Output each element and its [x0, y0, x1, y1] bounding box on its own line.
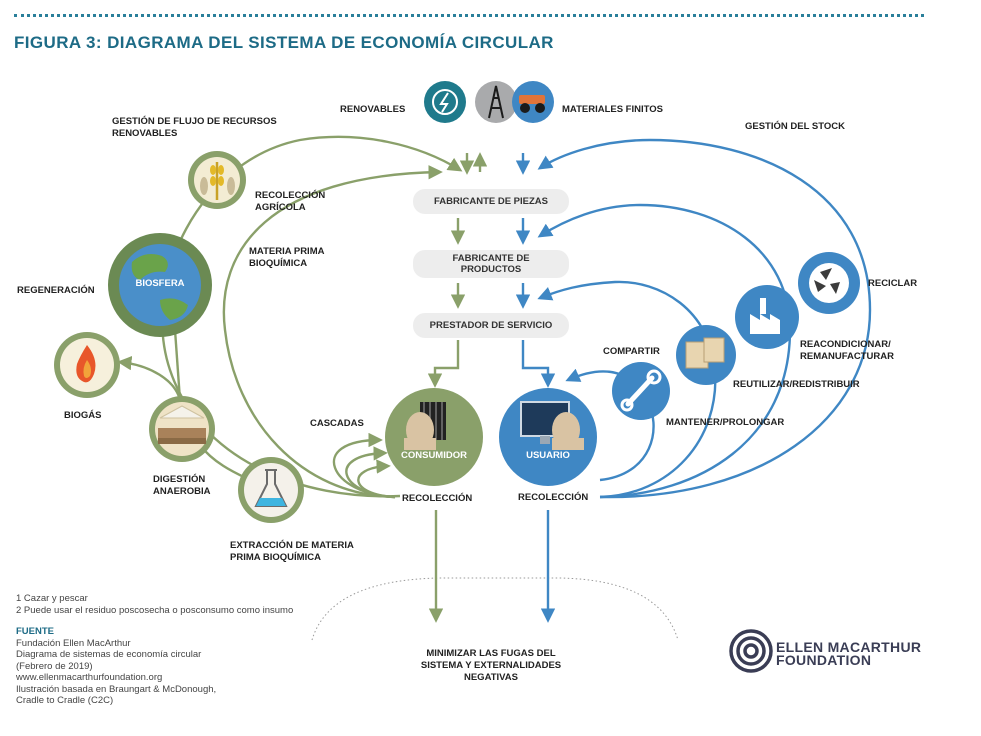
cascade-arc-3 [357, 459, 396, 499]
label-usuario: USUARIO [526, 450, 570, 461]
label-recoleccion-left: RECOLECCIÓN [402, 493, 473, 504]
mining-truck-icon [512, 81, 554, 123]
ellen-macarthur-logo-icon [729, 629, 773, 673]
brand-line-1: ELLEN MACARTHUR [776, 639, 922, 655]
wrench-icon [612, 362, 670, 420]
recycle-icon [798, 252, 860, 314]
footnote-1: 1 Cazar y pescar [16, 593, 88, 604]
footnote-2: 2 Puede usar el residuo poscosecha o pos… [16, 604, 294, 616]
brand-name: ELLEN MACARTHUR FOUNDATION [776, 639, 922, 668]
blue-arrow-to-usuario [521, 340, 556, 388]
label-extraccion: EXTRACCIÓN DE MATERIA PRIMA BIOQUÍMICA [230, 540, 354, 563]
brand-line-2: FOUNDATION [776, 652, 872, 668]
biogas-flame-icon [54, 332, 120, 398]
agriculture-icon [188, 151, 246, 209]
user-icon [499, 388, 597, 486]
label-materiales-finitos: MATERIALES FINITOS [562, 104, 663, 115]
label-digestion: DIGESTIÓN ANAEROBIA [153, 474, 211, 497]
source-line-1: Fundación Ellen MacArthur [16, 637, 131, 649]
flask-icon [238, 457, 304, 523]
renewables-icon [424, 81, 466, 123]
source-line-6: Cradle to Cradle (C2C) [16, 695, 114, 706]
label-regeneracion: REGENERACIÓN [17, 285, 95, 296]
factory-icon [735, 285, 799, 349]
biosphere-globe-icon [108, 233, 212, 337]
source-line-3: (Febrero de 2019) [16, 660, 93, 672]
label-minimizar: MINIMIZAR LAS FUGAS DEL SISTEMA Y EXTERN… [420, 648, 562, 683]
footnotes: 1 Cazar y pescar 2 Puede usar el residuo… [16, 593, 293, 616]
green-biogas-arrow [117, 355, 182, 401]
label-gestion-flujo: GESTIÓN DE FLUJO DE RECURSOS RENOVABLES [112, 116, 277, 139]
source-line-2: Diagrama de sistemas de economía circula… [16, 649, 202, 660]
label-cascadas: CASCADAS [310, 418, 364, 429]
label-biogas: BIOGÁS [64, 410, 102, 421]
source-block: FUENTE Fundación Ellen MacArthur Diagram… [16, 626, 216, 707]
box-prestador-servicio: PRESTADOR DE SERVICIO [413, 313, 569, 338]
green-inner-loop [222, 165, 443, 499]
source-heading: FUENTE [16, 626, 54, 637]
green-arrow-to-consumidor [427, 340, 460, 388]
leakage-boundary-arc [311, 577, 679, 641]
label-compartir: COMPARTIR [603, 346, 660, 357]
label-gestion-stock: GESTIÓN DEL STOCK [745, 121, 845, 132]
top-dotted-rule [14, 14, 924, 17]
figure-title: FIGURA 3: DIAGRAMA DEL SISTEMA DE ECONOM… [14, 33, 554, 52]
label-reutilizar: REUTILIZAR/REDISTRIBUIR [733, 379, 860, 390]
label-biosfera: BIOSFERA [135, 278, 185, 289]
label-materia-prima: MATERIA PRIMA BIOQUÍMICA [249, 246, 325, 269]
label-reacondicionar: REACONDICIONAR/ REMANUFACTURAR [800, 339, 894, 362]
source-line-4: www.ellenmacarthurfoundation.org [16, 672, 163, 683]
label-recoleccion-agricola: RECOLECCIÓN AGRÍCOLA [255, 190, 326, 213]
label-mantener: MANTENER/PROLONGAR [666, 417, 785, 428]
boxes-icon [676, 325, 736, 385]
oil-derrick-icon [475, 81, 517, 123]
label-consumidor: CONSUMIDOR [401, 450, 467, 461]
box-fabricante-productos: FABRICANTE DE PRODUCTOS [413, 250, 569, 278]
green-biosfera-digestion-link [173, 329, 182, 401]
label-renovables: RENOVABLES [340, 104, 406, 115]
source-line-5: Ilustración basada en Braungart & McDono… [16, 683, 217, 695]
blue-outer-loop-reciclar [537, 138, 872, 499]
consumer-icon [385, 388, 483, 486]
label-reciclar: RECICLAR [868, 278, 918, 289]
blue-loop-reacondicionar [537, 203, 792, 499]
digestion-soil-icon [149, 396, 215, 462]
label-recoleccion-right: RECOLECCIÓN [518, 492, 589, 503]
box-fabricante-piezas: FABRICANTE DE PIEZAS [413, 189, 569, 214]
